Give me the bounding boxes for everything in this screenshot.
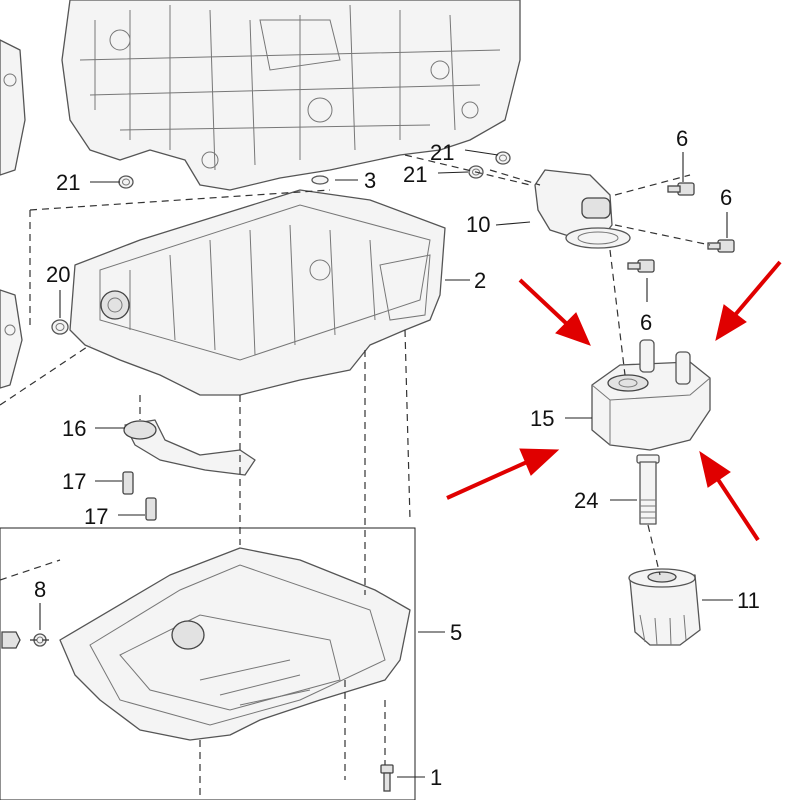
seal-20 bbox=[51, 319, 69, 335]
arrow-top-right bbox=[715, 260, 782, 342]
drain-plug bbox=[1, 631, 47, 649]
bolt-17-upper bbox=[122, 471, 134, 495]
callout-6-right: 6 bbox=[720, 185, 732, 210]
upper-oil-pan bbox=[69, 189, 446, 396]
engine-block bbox=[61, 0, 521, 191]
callout-5: 5 bbox=[450, 620, 462, 645]
oil-filter-adapter bbox=[534, 169, 631, 249]
seal-21-left bbox=[118, 175, 134, 189]
seal-3 bbox=[311, 175, 329, 185]
bolt-1 bbox=[380, 764, 394, 792]
callout-labels: 21 3 21 21 10 2 20 16 17 17 8 5 1 6 6 6 … bbox=[34, 126, 760, 790]
pan-frame bbox=[0, 527, 416, 800]
callout-21-right-upper: 21 bbox=[430, 140, 454, 165]
callout-11: 11 bbox=[737, 588, 760, 613]
left-engine-fragment bbox=[0, 39, 26, 389]
callout-15: 15 bbox=[530, 406, 554, 431]
bolt-17-lower bbox=[145, 497, 157, 521]
bolt-6-lower bbox=[627, 259, 655, 273]
callout-24: 24 bbox=[574, 488, 598, 513]
callout-2: 2 bbox=[474, 268, 486, 293]
callout-10: 10 bbox=[466, 212, 490, 237]
arrow-bottom-left bbox=[446, 448, 560, 500]
bolt-6-upper bbox=[667, 182, 695, 196]
callout-20: 20 bbox=[46, 262, 70, 287]
bolt-6-right bbox=[707, 239, 735, 253]
callout-6-upper: 6 bbox=[676, 126, 688, 151]
dashed-connection-lines bbox=[0, 154, 711, 800]
lower-oil-pan bbox=[59, 547, 411, 741]
arrow-top-left bbox=[518, 278, 591, 346]
leader-lines bbox=[39, 149, 733, 778]
callout-16: 16 bbox=[62, 416, 86, 441]
callout-1: 1 bbox=[430, 765, 442, 790]
callout-21-right-lower: 21 bbox=[403, 162, 427, 187]
callout-6-lower: 6 bbox=[640, 310, 652, 335]
threaded-connector bbox=[636, 454, 660, 525]
oil-pickup-tube bbox=[123, 419, 256, 476]
seal-21-right-upper bbox=[495, 151, 511, 165]
callout-21-left: 21 bbox=[56, 170, 80, 195]
callout-17-upper: 17 bbox=[62, 469, 86, 494]
arrow-bottom-right bbox=[699, 450, 760, 542]
callout-17-lower: 17 bbox=[84, 504, 108, 529]
callout-3: 3 bbox=[364, 168, 376, 193]
callout-8: 8 bbox=[34, 577, 46, 602]
oil-cooler bbox=[591, 339, 711, 451]
oil-filter bbox=[628, 568, 701, 646]
